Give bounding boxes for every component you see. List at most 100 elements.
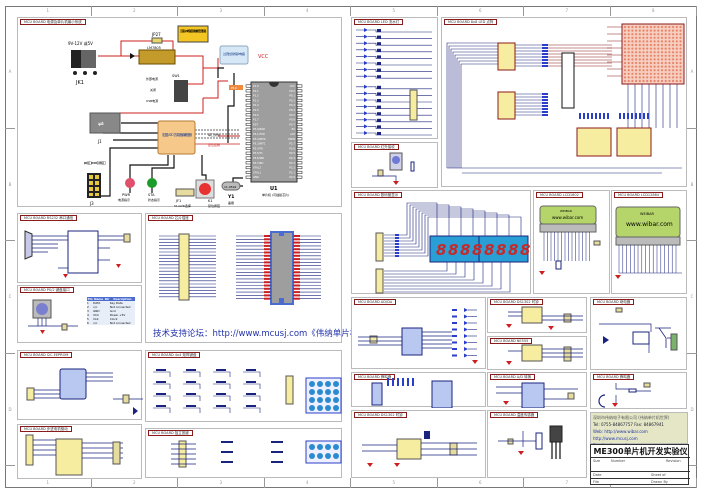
socket-pin: [264, 294, 270, 297]
key-button-icon: [309, 453, 315, 459]
mcu-pin: [245, 161, 252, 165]
drawing-title: ME300单片机开发实验仪: [591, 445, 690, 458]
matrix-led: [653, 40, 656, 43]
keypad-switch: [186, 405, 196, 407]
led-trace: [356, 29, 392, 33]
matrix-led: [675, 79, 678, 83]
matrix-led: [672, 33, 675, 36]
resistor: [412, 378, 414, 386]
socket-pin: [264, 268, 270, 270]
mcu-pin-label: P0.2: [289, 98, 295, 102]
relay-terminal-block: [670, 333, 678, 351]
panel-leds: MCU BOARD LED 流水灯: [351, 17, 438, 139]
matrix-led: [660, 61, 664, 65]
matrix-led: [672, 65, 675, 68]
mcu-pin-label: P2.2: [289, 166, 295, 170]
socket-pin: [294, 291, 300, 294]
jack-label: JK1: [75, 80, 84, 86]
resistor: [377, 125, 381, 129]
usb-connector-icon: [89, 112, 121, 134]
panel-ds18b20: MCU BOARD NE555: [487, 336, 587, 370]
panel-lcd-contrast: MCU BOARD DS1302 时钟: [351, 410, 486, 478]
matrix-led: [660, 69, 664, 72]
matrix-led: [653, 33, 656, 36]
resistor: [542, 99, 548, 101]
mcu-pin: [296, 118, 303, 122]
matrix-led: [623, 47, 627, 50]
led-trace: [356, 86, 392, 90]
switch-option: USB电源: [146, 98, 158, 103]
matrix-led: [623, 61, 627, 65]
matrix-led: [653, 36, 656, 39]
matrix-led: [675, 47, 678, 50]
crystal-label: Y1: [227, 194, 234, 200]
matrix-led: [672, 25, 675, 29]
matrix-led: [631, 47, 634, 50]
signal-wire: [151, 155, 175, 193]
mcu-pin: [245, 94, 252, 98]
mcu-pin-label: VCC: [290, 84, 296, 88]
zone-number: 5: [351, 6, 438, 16]
matrix-led: [623, 43, 627, 47]
mcu-pin: [245, 166, 252, 170]
diode-icon: [130, 53, 135, 59]
keypad-trace: [213, 371, 231, 377]
led-trace: [356, 106, 392, 109]
mcu-pin-label: P3.1/TXD: [253, 132, 265, 136]
matrix-led: [642, 61, 645, 65]
jumper: [593, 240, 601, 246]
socket-pin: [264, 235, 270, 237]
matrix-trace: [548, 33, 622, 49]
rs232-diagram: [24, 230, 131, 278]
panel-title: MCU BOARD 蜂鸣器: [354, 374, 396, 380]
ds1302-chip: [521, 306, 543, 324]
matrix-led: [623, 72, 627, 75]
matrix-led: [664, 29, 667, 32]
p10-tag-label: P10: [231, 86, 237, 90]
matrix-led: [649, 43, 652, 47]
matrix-led: [668, 76, 671, 79]
mcu-pin-label: P1.7: [253, 118, 259, 122]
socket-pin: [264, 271, 270, 274]
mcu-pin-label: P1.2: [253, 94, 259, 98]
panel-title: MCU BOARD 4x4 矩阵键盘: [148, 352, 201, 358]
jf1-label: JF1: [175, 199, 181, 203]
mcu-pin: [296, 108, 303, 112]
keypad-switch: [216, 393, 226, 395]
led-header: [409, 89, 418, 121]
resistor: [395, 240, 399, 242]
signal-wire: [100, 147, 158, 197]
led-icon: [464, 327, 468, 332]
resistor: [377, 62, 381, 65]
panel-title: MCU BOARD DS1302 时钟: [490, 299, 543, 305]
lcd1602-diagram: WEIBAR www.wibar.com: [539, 205, 601, 275]
matrix-led: [653, 58, 656, 61]
matrix-led: [660, 76, 664, 79]
mcu-pin-label: P0.4: [289, 108, 295, 112]
matrix-led: [660, 25, 664, 29]
panel-ad-da: MCU BOARD AD/DA: [351, 297, 486, 369]
led-icon: [464, 321, 468, 325]
matrix-led: [623, 25, 627, 29]
led-icon: [364, 124, 368, 129]
matrix-led: [664, 65, 667, 68]
matrix-led: [668, 69, 671, 72]
mcu-pin-label: P1.3: [253, 98, 259, 102]
led-trace: [356, 112, 392, 116]
mcu-pin-label: XTAL1: [253, 170, 261, 174]
matrix-led: [627, 79, 630, 83]
matrix-led: [672, 79, 675, 83]
panel-independent-keys: MCU BOARD 独立按键: [145, 428, 342, 478]
matrix-led: [668, 51, 671, 54]
matrix-led: [660, 51, 664, 54]
matrix-trace: [450, 48, 498, 168]
seg7-digit: 8: [496, 241, 506, 259]
signal-label: 复位控制: [208, 142, 220, 147]
mcu-pin-label: P3.5/T1: [253, 151, 263, 155]
matrix-led: [660, 40, 664, 43]
resistor: [595, 113, 597, 119]
chip: [396, 438, 422, 460]
panel-lcd12864: MCU BOARD LCD12864 WEIBAR www.wibar.com: [611, 190, 687, 294]
